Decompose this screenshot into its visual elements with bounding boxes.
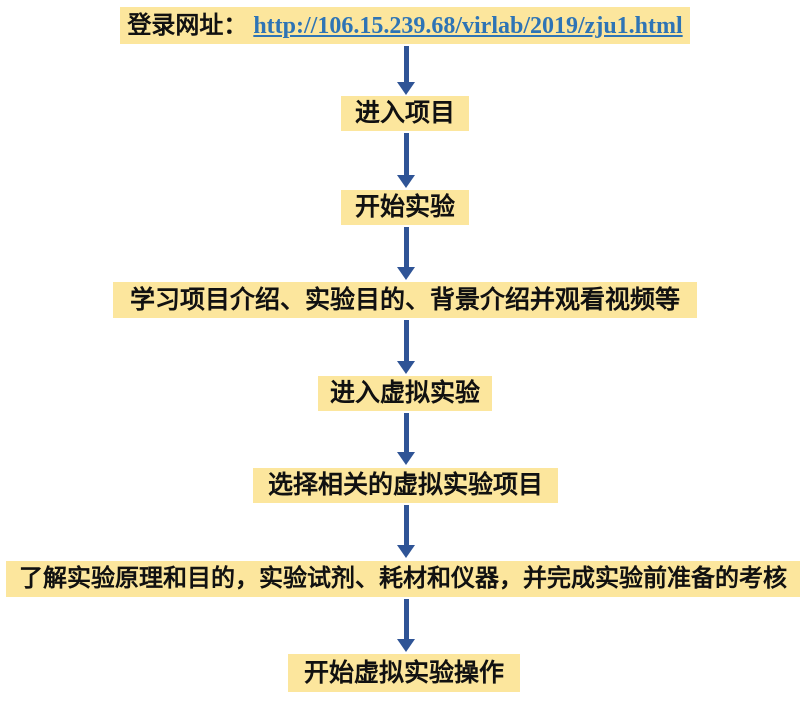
flow-node-label: 进入项目 (354, 100, 455, 127)
arrow-head (397, 452, 415, 465)
arrow-shaft (403, 599, 409, 639)
arrow-down-icon (395, 227, 417, 280)
flow-node-label: 进入虚拟实验 (329, 380, 480, 407)
arrow-head (397, 361, 415, 374)
flow-node-start-experiment: 开始实验 (341, 190, 469, 225)
flow-node-label: 选择相关的虚拟实验项目 (267, 472, 543, 499)
arrow-shaft (403, 133, 409, 175)
login-url-link[interactable]: http://106.15.239.68/virlab/2019/zju1.ht… (253, 12, 683, 39)
flow-node-enter-project: 进入项目 (341, 96, 469, 131)
flow-node-learn-intro: 学习项目介绍、实验目的、背景介绍并观看视频等 (113, 282, 697, 318)
arrow-down-icon (395, 413, 417, 465)
arrow-down-icon (395, 133, 417, 188)
flow-node-label: 开始虚拟实验操作 (303, 659, 504, 687)
flow-node-select-virtual-project: 选择相关的虚拟实验项目 (253, 468, 558, 503)
flow-node-understand-principle: 了解实验原理和目的，实验试剂、耗材和仪器，并完成实验前准备的考核 (6, 561, 800, 597)
arrow-shaft (403, 320, 409, 361)
arrow-down-icon (395, 320, 417, 374)
login-url-label: 登录网址： (127, 12, 248, 39)
arrow-head (397, 82, 415, 95)
flow-node-enter-virtual-experiment: 进入虚拟实验 (318, 376, 492, 411)
arrow-head (397, 175, 415, 188)
arrow-head (397, 267, 415, 280)
flow-node-label: 了解实验原理和目的，实验试剂、耗材和仪器，并完成实验前准备的考核 (19, 566, 787, 592)
arrow-down-icon (395, 599, 417, 652)
arrow-shaft (403, 413, 409, 452)
arrow-down-icon (395, 46, 417, 95)
arrow-shaft (403, 505, 409, 545)
arrow-down-icon (395, 505, 417, 558)
flow-node-label: 开始实验 (354, 194, 455, 221)
flow-node-login-url: 登录网址： http://106.15.239.68/virlab/2019/z… (120, 7, 690, 44)
arrow-head (397, 639, 415, 652)
arrow-head (397, 545, 415, 558)
arrow-shaft (403, 227, 409, 267)
flow-node-label: 学习项目介绍、实验目的、背景介绍并观看视频等 (129, 286, 680, 314)
arrow-shaft (403, 46, 409, 82)
flow-node-start-virtual-operation: 开始虚拟实验操作 (288, 654, 520, 692)
